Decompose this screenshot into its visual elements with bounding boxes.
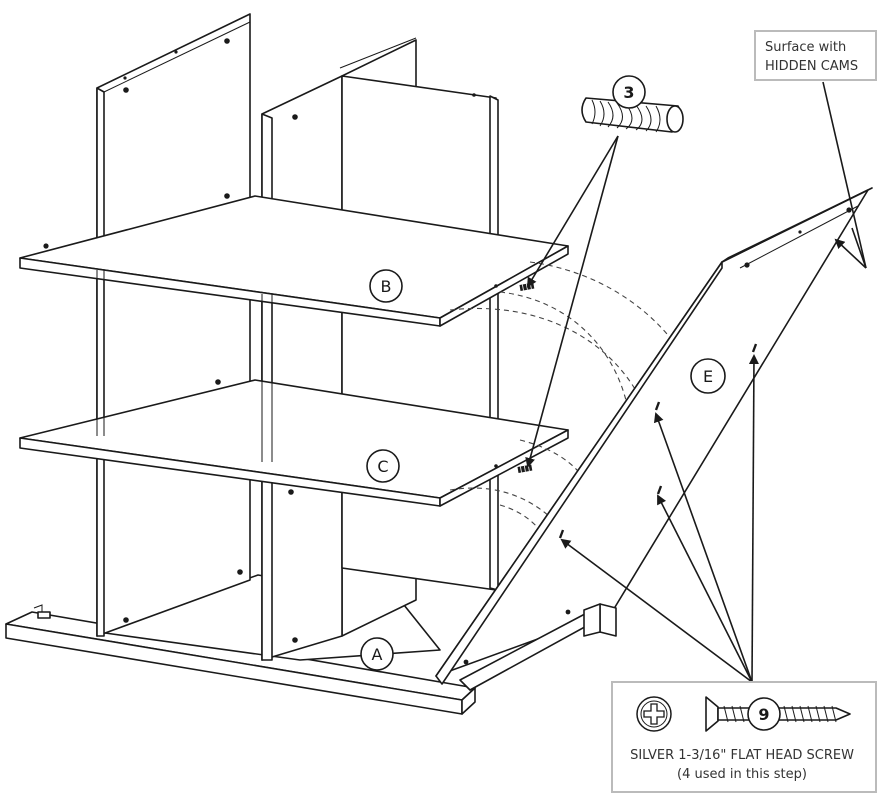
right-inner-panel [341,75,499,591]
dowel-arrows [525,135,619,468]
shelf-c [19,379,569,507]
screw-arrows [560,354,759,683]
label-b-text: B [381,277,392,296]
screw-side-icon: 9 [705,696,851,732]
label-e: E [690,358,726,394]
hidden-cams-callout: Surface with HIDDEN CAMS [754,30,877,269]
label-a: A [360,637,394,671]
dowel-ref-number: 3 [623,83,634,102]
label-e-text: E [703,367,713,386]
label-c-text: C [377,457,388,476]
screw-head-icon [636,696,672,732]
screw-ref-number: 9 [758,705,769,724]
label-c: C [366,449,400,483]
screw-box: 9 SILVER 1-3/16" FLAT HEAD SCREW (4 used… [611,681,877,793]
callout-line-1: Surface with [765,40,846,55]
dowel-icon: 3 [581,75,684,133]
dowel-in-b [519,282,535,291]
base-rail [459,603,617,691]
screw-caption: SILVER 1-3/16" FLAT HEAD SCREW [630,748,854,763]
dowel-in-c [517,464,533,473]
panel-e [435,187,873,685]
screw-count: (4 used in this step) [677,767,807,782]
middle-partition [261,75,343,661]
label-a-text: A [372,645,383,664]
callout-line-2: HIDDEN CAMS [765,59,858,74]
left-side-panel [96,13,251,637]
label-b: B [369,269,403,303]
shelf-b [19,195,569,327]
